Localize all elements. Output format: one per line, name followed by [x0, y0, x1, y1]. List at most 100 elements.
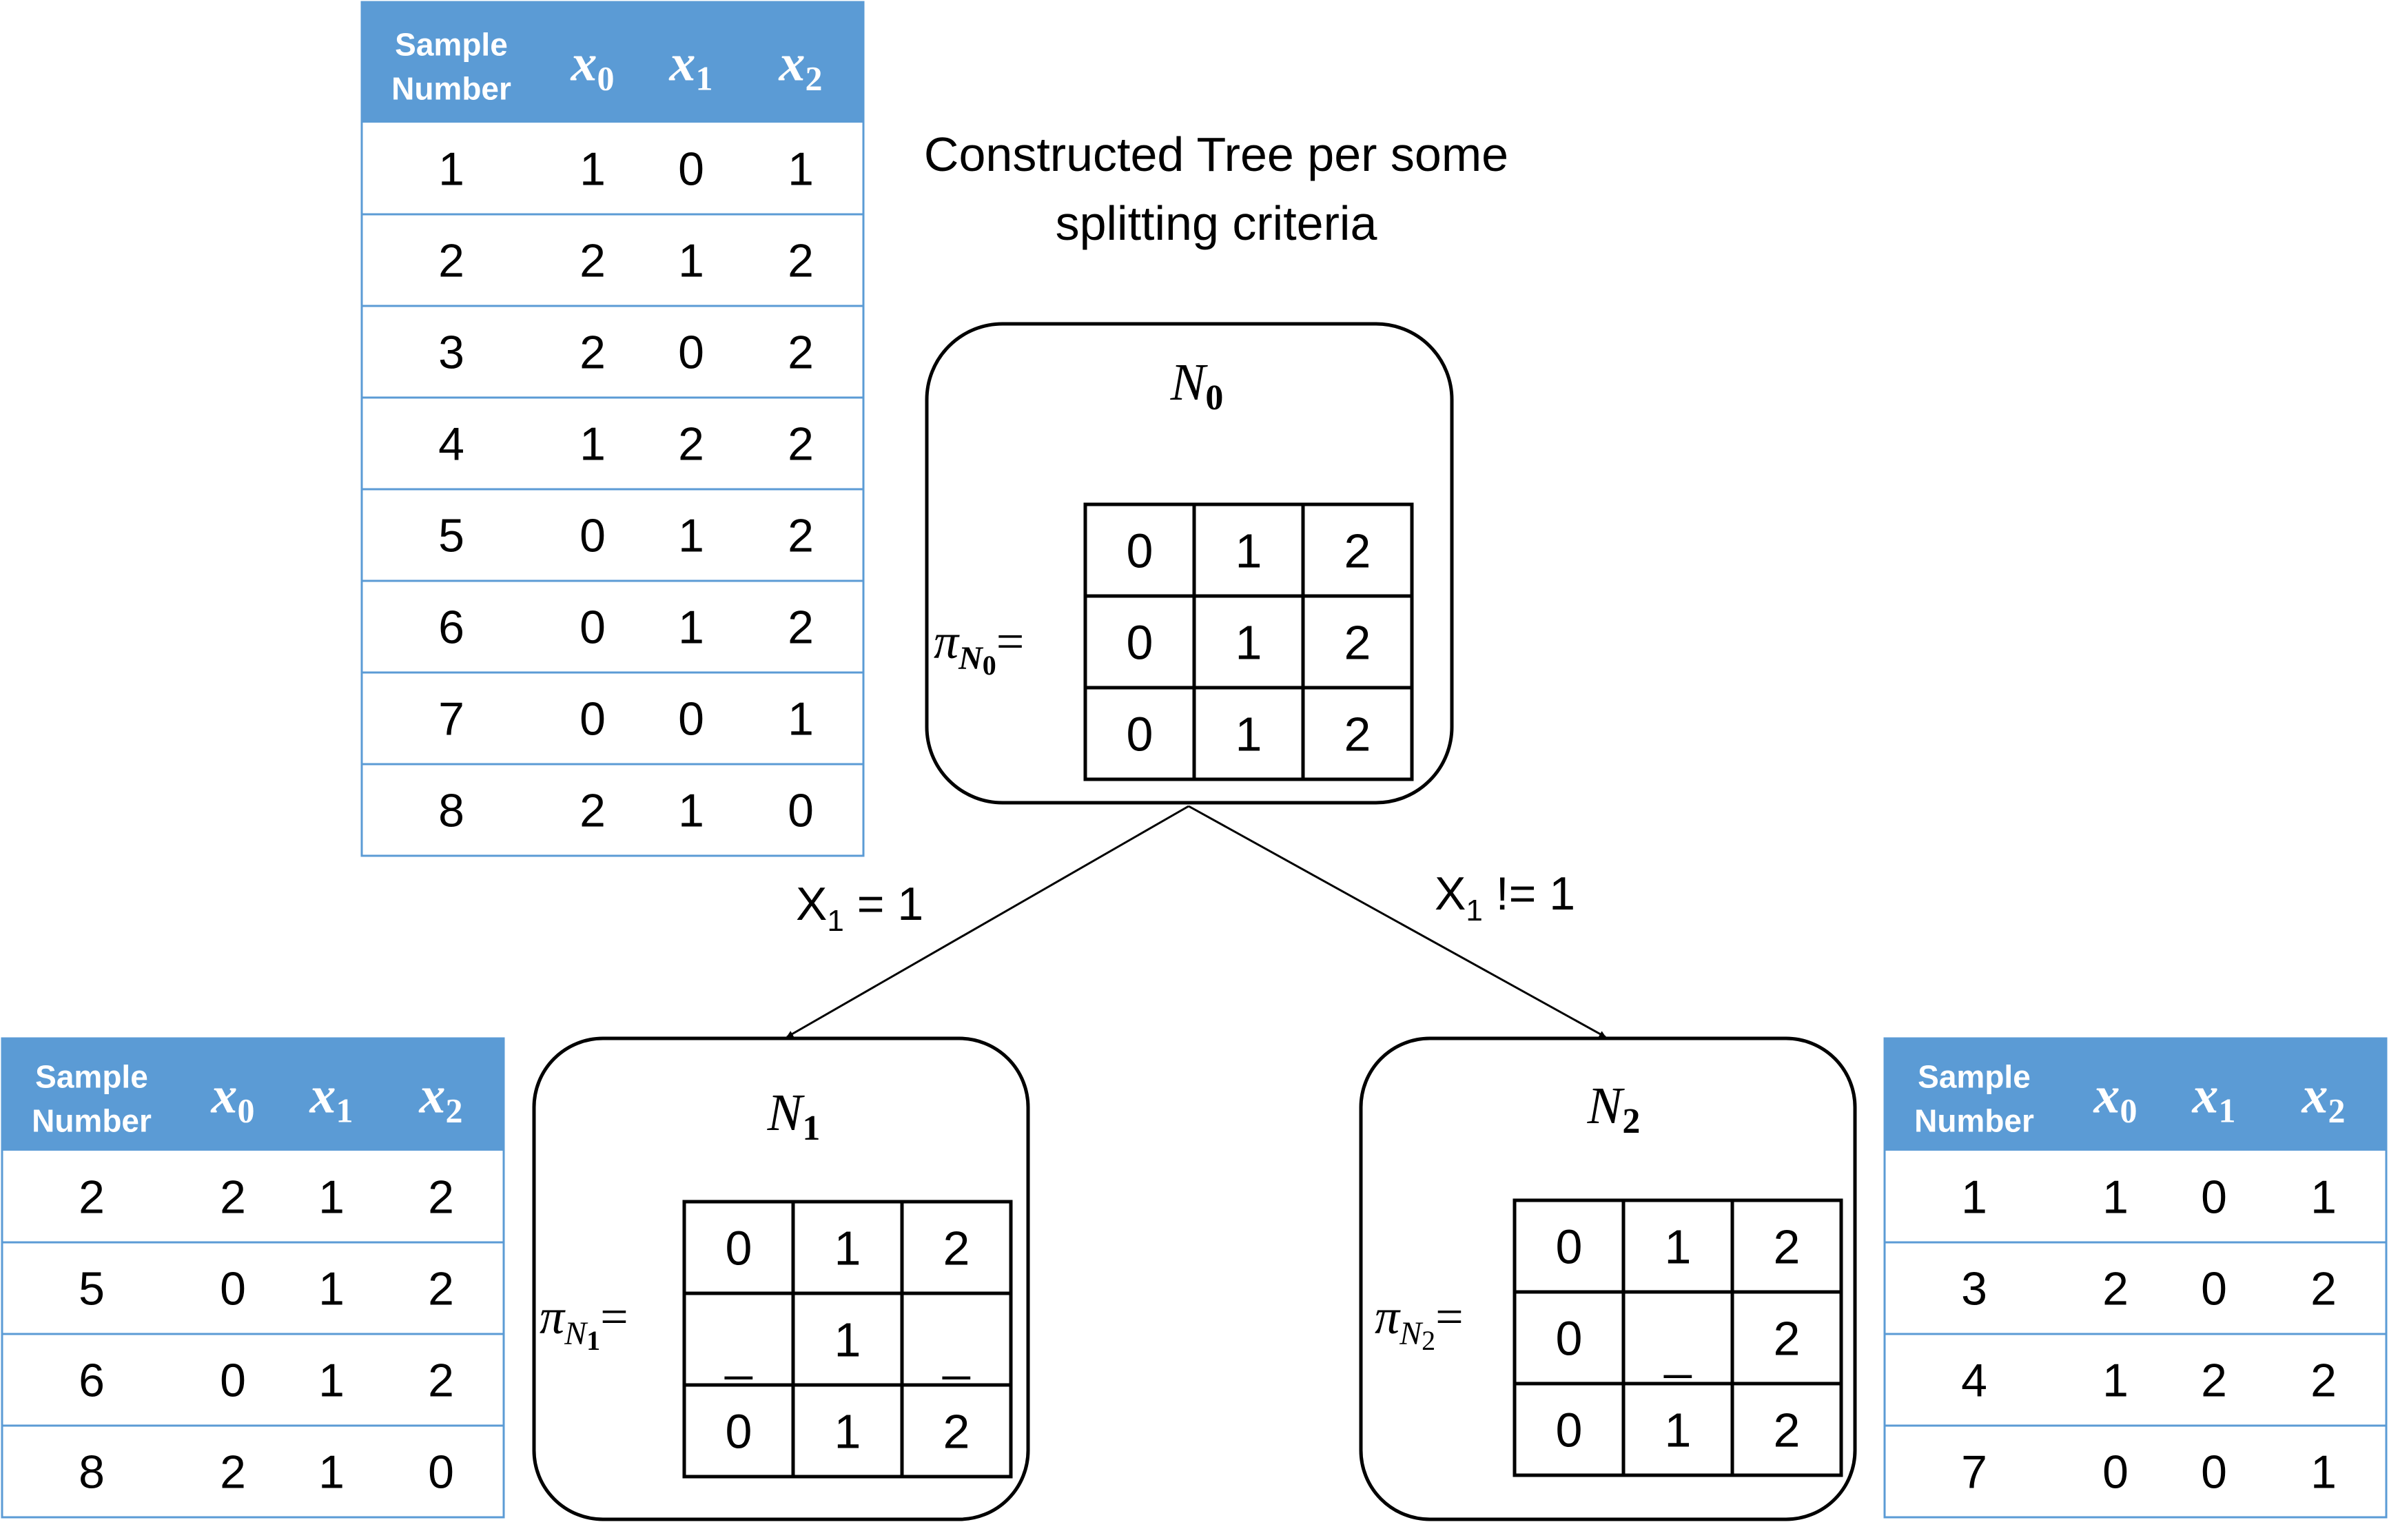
- table-header-sample-number: Number: [391, 71, 511, 107]
- table-cell: 0: [678, 693, 704, 746]
- grid-cell-value: 2: [943, 1222, 970, 1275]
- table-cell: 4: [438, 418, 464, 471]
- table-cell: 1: [678, 785, 704, 837]
- table-header-x2: x2: [2301, 1067, 2346, 1130]
- table-cell: 3: [438, 327, 464, 379]
- grid-cell: [1621, 1198, 1734, 1294]
- caption-line-2: splitting criteria: [1056, 196, 1377, 250]
- grid-cell: [1621, 1382, 1734, 1477]
- edge-right-rest: != 1: [1483, 867, 1575, 920]
- grid-cell-value: 0: [1556, 1312, 1583, 1366]
- table-cell: 7: [438, 693, 464, 746]
- node-n0-pi-sub-index: 0: [983, 650, 996, 681]
- table-cell: 4: [1961, 1355, 1987, 1407]
- node-n0-title-sub: 0: [1205, 378, 1223, 418]
- svg-text:X1 = 1: X1 = 1: [796, 878, 923, 938]
- grid-cell-value: _: [942, 1326, 971, 1380]
- grid-cell-value: 2: [1774, 1312, 1801, 1366]
- table-cell: 6: [438, 602, 464, 654]
- table-cell: 1: [2102, 1171, 2129, 1224]
- grid-cell-value: 1: [1665, 1404, 1692, 1457]
- table-cell: 2: [788, 418, 814, 471]
- node-n2-equals: =: [1435, 1289, 1464, 1344]
- table-cell: 6: [79, 1355, 105, 1407]
- table-header-x0: x0: [571, 34, 615, 98]
- table-cell: 2: [788, 602, 814, 654]
- node-n2-pi: π: [1375, 1289, 1401, 1344]
- grid-cell: [1083, 502, 1196, 598]
- grid-cell-value: 1: [1665, 1220, 1692, 1274]
- grid-cell-value: 0: [1127, 524, 1154, 578]
- grid-cell-value: 1: [834, 1222, 861, 1275]
- grid-cell-value: 0: [1127, 708, 1154, 761]
- grid-cell-value: 1: [1235, 708, 1262, 761]
- table-cell: 1: [2310, 1171, 2337, 1224]
- node-n2-pi-sub-base: N: [1399, 1315, 1424, 1352]
- table-header-x1: x1: [669, 34, 713, 98]
- table-cell: 0: [2201, 1171, 2227, 1224]
- node-n0-pi-sub-base: N: [958, 640, 984, 677]
- table-cell: 0: [2201, 1263, 2227, 1315]
- table-cell: 0: [678, 143, 704, 196]
- grid-cell: [682, 1291, 795, 1387]
- table-cell: 8: [79, 1446, 105, 1499]
- table-frame: [360, 1, 865, 857]
- svg-text:πN0=: πN0=: [934, 614, 1024, 681]
- table-cell: 2: [428, 1263, 454, 1315]
- grid-cell-value: 2: [1774, 1404, 1801, 1457]
- grid-cell: [900, 1200, 1013, 1295]
- table-cell: 1: [788, 693, 814, 746]
- table-cell: 1: [318, 1171, 345, 1224]
- table-header-sample-number: Sample: [1918, 1059, 2031, 1095]
- grid-cell-value: 2: [1774, 1220, 1801, 1274]
- svg-text:N0: N0: [1170, 353, 1224, 418]
- node-n2-title-sub: 2: [1622, 1102, 1640, 1141]
- table-cell: 1: [678, 602, 704, 654]
- grid-cell: [1083, 686, 1196, 781]
- grid-cell-value: 1: [1235, 524, 1262, 578]
- table-cell: 2: [428, 1171, 454, 1224]
- grid-cell: [791, 1291, 904, 1387]
- table-cell: 2: [788, 510, 814, 562]
- table-header-x1: x1: [309, 1067, 353, 1130]
- table-header-x1: x1: [2192, 1067, 2236, 1130]
- svg-text:πN1=: πN1=: [540, 1289, 628, 1356]
- table-cell: 2: [580, 235, 606, 287]
- grid-cell-value: 0: [1127, 616, 1154, 670]
- table-cell: 0: [788, 785, 814, 837]
- grid-cell: [1730, 1382, 1843, 1477]
- edge-left-var: X: [796, 878, 827, 930]
- table-cell: 1: [788, 143, 814, 196]
- table-cell: 2: [580, 785, 606, 837]
- table-header-sample-number: Number: [1914, 1103, 2034, 1139]
- table-cell: 1: [678, 235, 704, 287]
- node-n2-title: N: [1587, 1077, 1626, 1135]
- table-cell: 1: [1961, 1171, 1987, 1224]
- table-cell: 2: [2201, 1355, 2227, 1407]
- table-cell: 2: [220, 1446, 246, 1499]
- table-cell: 1: [2310, 1446, 2337, 1499]
- table-header-x2: x2: [779, 34, 823, 98]
- grid-cell: [900, 1291, 1013, 1387]
- grid-cell: [1301, 686, 1414, 781]
- grid-cell: [1192, 502, 1305, 598]
- node-n0-title: N: [1170, 353, 1209, 411]
- table-cell: 2: [788, 327, 814, 379]
- svg-text:N2: N2: [1587, 1077, 1641, 1141]
- node-n0-equals: =: [996, 614, 1025, 669]
- table-cell: 0: [580, 602, 606, 654]
- caption-line-1: Constructed Tree per some: [924, 127, 1508, 181]
- table-cell: 1: [580, 143, 606, 196]
- node-n0-pi: π: [934, 614, 960, 669]
- table-cell: 2: [438, 235, 464, 287]
- grid-cell-value: 1: [834, 1405, 861, 1459]
- table-cell: 0: [2201, 1446, 2227, 1499]
- table-cell: 0: [220, 1355, 246, 1407]
- table-header-band: [1885, 1038, 2386, 1151]
- grid-cell-value: 2: [943, 1405, 970, 1459]
